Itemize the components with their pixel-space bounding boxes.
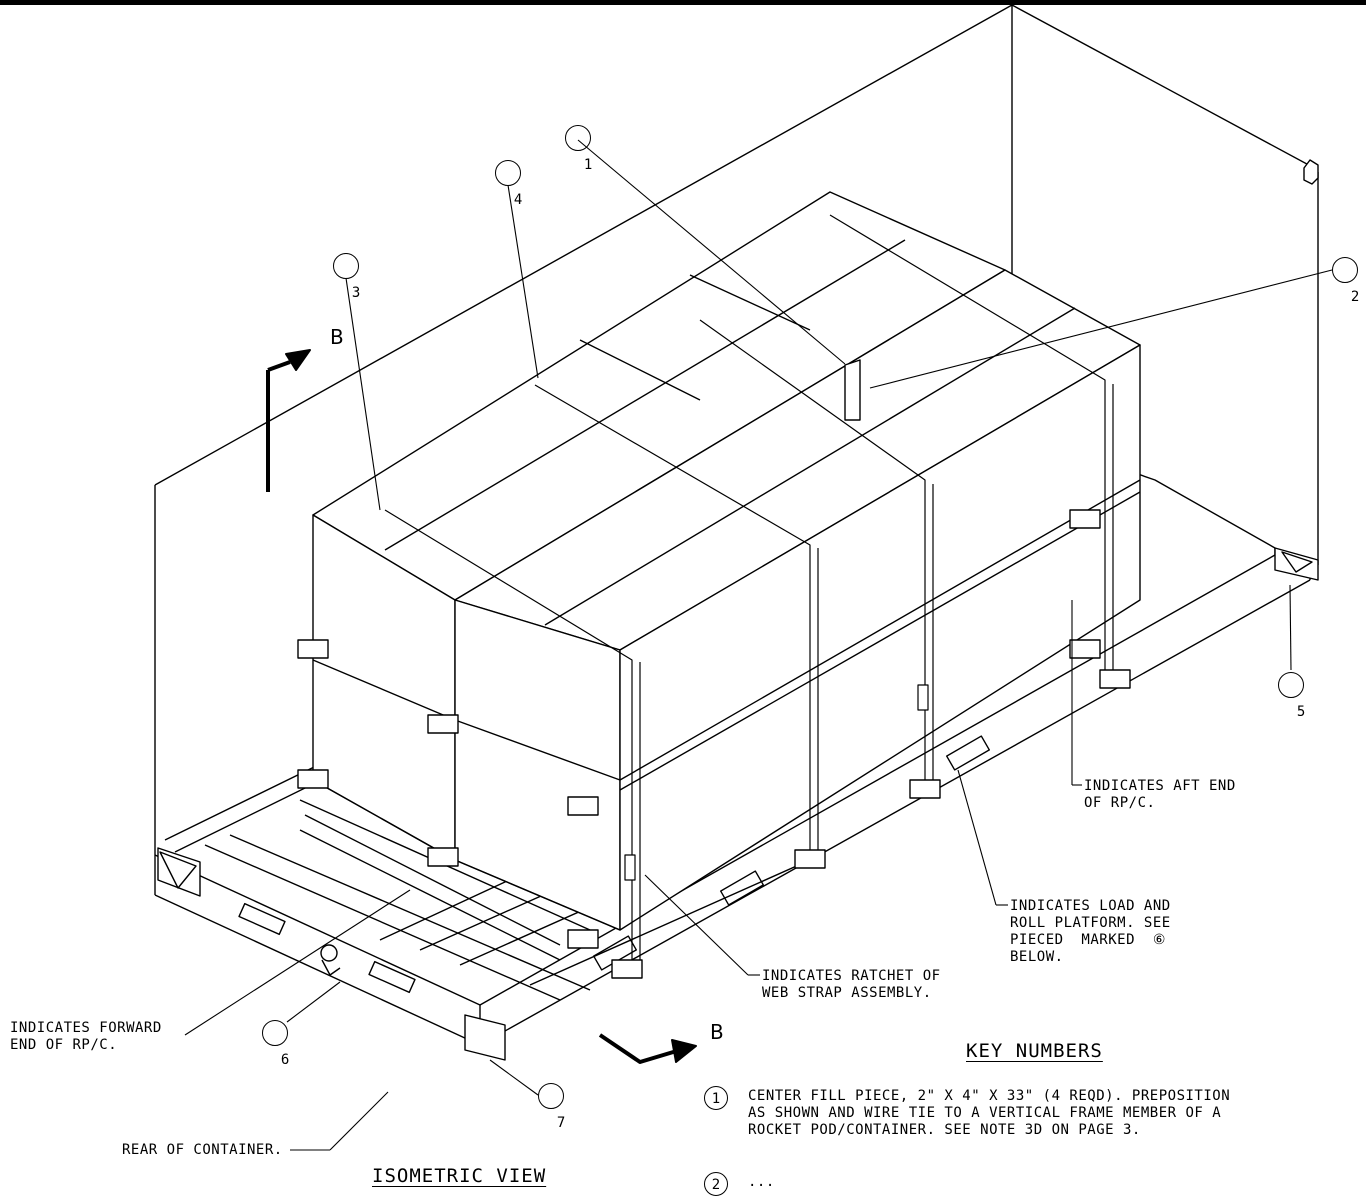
callout-4: 4 [495,160,522,208]
annotation-ratchet: INDICATES RATCHET OF WEB STRAP ASSEMBLY. [762,968,941,1001]
callout-6: 6 [262,1020,289,1068]
section-label-b-bottom: B [710,1020,724,1044]
callout-2: 2 [1332,257,1359,305]
key-item-1-text: CENTER FILL PIECE, 2" X 4" X 33" (4 REQD… [748,1088,1231,1138]
callout-5-number: 5 [1296,704,1306,720]
callout-7-number: 7 [556,1115,566,1131]
section-label-b-top: B [330,325,344,349]
callout-5: 5 [1278,672,1305,720]
annotation-forward-end: INDICATES FORWARD END OF RP/C. [10,1020,162,1053]
callout-1-number: 1 [583,157,593,173]
top-border [0,0,1366,5]
annotation-load-roll: INDICATES LOAD AND ROLL PLATFORM. SEE PI… [1010,898,1171,965]
key-title: KEY NUMBERS [966,1040,1103,1062]
callout-1: 1 [565,125,592,173]
key-item-1-number: 1 [704,1086,728,1110]
spacer-blocks [297,359,1131,979]
container-outline [154,4,1319,855]
key-item-2-text: ... [748,1174,775,1190]
callout-3: 3 [333,253,360,301]
key-item-2-number: 2 [704,1172,728,1196]
callout-4-number: 4 [513,192,523,208]
view-title: ISOMETRIC VIEW [372,1165,547,1187]
annotation-rear: REAR OF CONTAINER. [122,1142,283,1158]
callout-3-number: 3 [351,285,361,301]
annotation-aft-end: INDICATES AFT END OF RP/C. [1084,778,1236,811]
callout-2-number: 2 [1350,289,1360,305]
leader-lines [184,139,1333,1151]
straps [384,214,1114,970]
callout-6-number: 6 [280,1052,290,1068]
callout-7: 7 [538,1083,565,1131]
cargo-boxes [312,191,1141,931]
section-arrows [266,349,697,1064]
